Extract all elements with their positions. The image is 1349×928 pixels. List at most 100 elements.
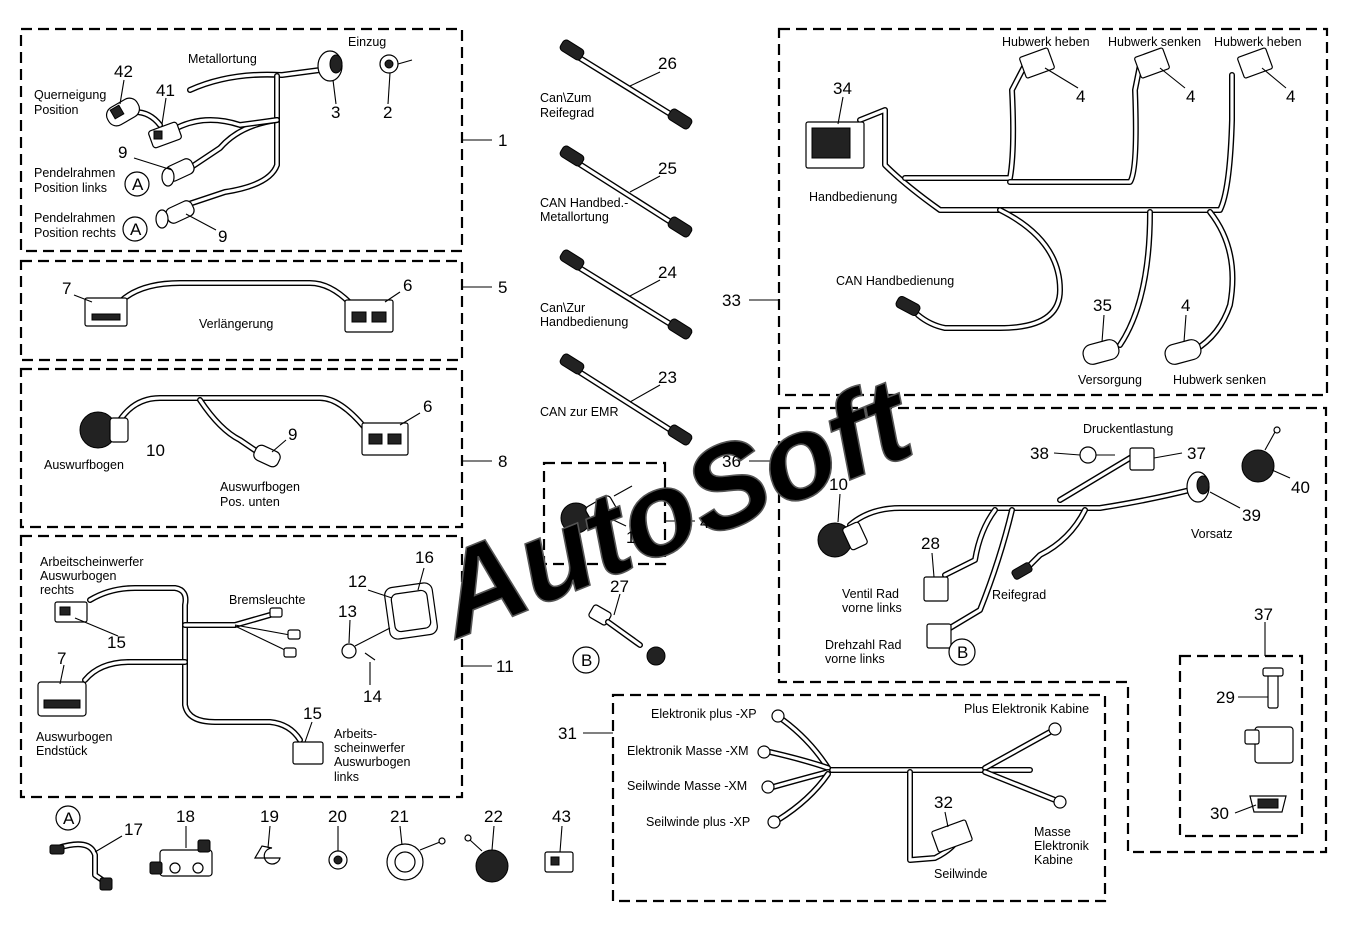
ref-32: 32 [934,793,953,812]
leader-lines [59,67,1291,853]
connector-35 [1082,339,1120,365]
label-aw-rechts-1: Arbeitscheinwerfer [40,555,144,569]
connector-4-c [1237,47,1273,79]
connector-7-group11 [37,681,87,717]
label-hubwerk-senken-2: Hubwerk senken [1173,373,1266,387]
label-querneigung-2: Position [34,103,79,117]
label-aw-links-1: Arbeits- [334,727,377,741]
group-box-37 [1178,654,1304,838]
ref-15-a: 15 [107,633,126,652]
marker-a-3 [55,805,81,831]
terminals-bremsleuchte [269,607,301,658]
label-elek-masse-xm: Elektronik Masse -XM [627,744,749,758]
reference-numbers: 1 5 8 11 42 41 3 2 9 9 7 6 6 9 10 16 12 … [57,54,1310,839]
ref-23: 23 [658,368,677,387]
text-labels: Metallortung Einzug Querneigung Position… [34,35,1302,881]
part-22 [464,834,509,883]
ref-28: 28 [921,534,940,553]
connector-3 [317,50,343,82]
connector-4-b [1134,47,1170,79]
marker-b-1-text: B [581,651,592,670]
connector-15-lower [292,741,324,765]
ref-30: 30 [1210,804,1229,823]
harness-group-33 [805,47,1273,365]
marker-a-1 [124,171,150,197]
ref-13: 13 [338,602,357,621]
connector-6-group8 [361,422,409,456]
ref-25: 25 [658,159,677,178]
lamp-16 [384,582,438,640]
label-drehzahl-2: vorne links [825,652,885,666]
harness-group-31 [757,709,1067,863]
connector-41 [148,121,182,149]
group-box-5 [19,259,464,362]
label-pendel-links-1: Pendelrahmen [34,166,115,180]
label-ventil-2: vorne links [842,601,902,615]
can-cable-25 [559,145,693,238]
connector-10-group36 [817,521,868,558]
part-19 [253,845,281,865]
ref-10-c: 10 [829,475,848,494]
label-aw-rechts-3: rechts [40,583,74,597]
label-aw-links-3: Auswurbogen [334,755,410,769]
label-druckentlastung: Druckentlastung [1083,422,1173,436]
connector-4-a [1019,47,1055,79]
ref-16: 16 [415,548,434,567]
connector-10-group8 [79,411,129,449]
group-37-detail [1244,667,1294,813]
ref-40: 40 [1291,478,1310,497]
label-hubwerk-senken-1: Hubwerk senken [1108,35,1201,49]
connector-can-handbedienung [895,295,921,317]
ref-9-b: 9 [218,227,227,246]
label-versorgung: Versorgung [1078,373,1142,387]
box-callouts [462,139,1266,734]
label-einzug: Einzug [348,35,386,49]
ref-26: 26 [658,54,677,73]
marker-a-2-text: A [130,220,142,239]
ref-38: 38 [1030,444,1049,463]
label-plus-elek-kabine: Plus Elektronik Kabine [964,702,1089,716]
connector-drehzahl [926,623,952,649]
label-seilwinde: Seilwinde [934,867,988,881]
ref-7-a: 7 [62,279,71,298]
label-can-emr: CAN zur EMR [540,405,618,419]
relay-32 [931,819,973,853]
ref-2: 2 [383,103,392,122]
ref-3: 3 [331,103,340,122]
ref-24: 24 [658,263,677,282]
harness-group-11 [37,582,438,765]
label-hubwerk-heben-2: Hubwerk heben [1214,35,1302,49]
ref-1: 1 [498,131,507,150]
label-can-handbed-2: Metallortung [540,210,609,224]
ref-9-a: 9 [118,143,127,162]
marker-a-3-text: A [63,809,75,828]
ref-7-b: 7 [57,649,66,668]
ref-27: 27 [610,577,629,596]
connector-2 [379,54,413,74]
label-ventil-1: Ventil Rad [842,587,899,601]
label-can-handbed-1: CAN Handbed.- [540,196,628,210]
ref-5: 5 [498,278,507,297]
connector-7 [84,297,128,327]
label-auswurfbogen: Auswurfbogen [44,458,124,472]
connector-9-upper [161,158,195,187]
connector-37-group36 [1129,447,1155,471]
label-vorsatz: Vorsatz [1191,527,1233,541]
ref-11: 11 [496,657,514,676]
label-can-reifegrad-1: Can\Zum [540,91,591,105]
marker-b-1 [572,646,600,674]
label-can-zur-hand-1: Can\Zur [540,301,585,315]
ref-8: 8 [498,452,507,471]
ref-10-a: 10 [146,441,165,460]
label-masse-3: Kabine [1034,853,1073,867]
part-18 [149,839,213,877]
bulb-13 [341,627,391,659]
ref-35: 35 [1093,296,1112,315]
ref-44: 44 [700,513,719,532]
can-cable-23 [559,353,693,446]
ref-36: 36 [722,452,741,471]
sensor-27 [588,604,666,666]
group-box-44 [542,461,667,566]
label-verlaengerung: Verlängerung [199,317,273,331]
